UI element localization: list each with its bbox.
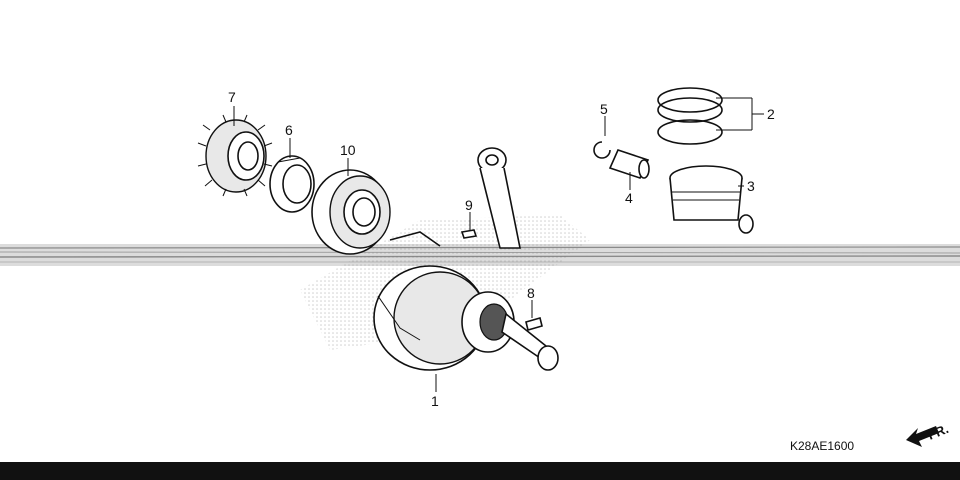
callout-7: 7 — [228, 89, 236, 105]
connecting-rod-part — [477, 147, 521, 249]
direction-label: FR. — [926, 421, 951, 443]
scan-noise-band — [0, 244, 960, 266]
callout-10: 10 — [340, 142, 356, 158]
diagram-code: K28AE1600 — [790, 439, 854, 453]
footer-bar — [0, 462, 960, 480]
piston-rings-part — [657, 87, 723, 145]
piston-part — [669, 165, 743, 221]
right-clip-part — [738, 214, 754, 234]
front-direction-arrow: FR. — [906, 421, 951, 447]
callout-5: 5 — [600, 101, 608, 117]
callout-6: 6 — [285, 122, 293, 138]
crankshaft-part — [373, 231, 559, 371]
callout-3: 3 — [747, 178, 755, 194]
piston-pin-part — [608, 149, 650, 179]
callout-8: 8 — [527, 285, 535, 301]
callout-9: 9 — [465, 197, 473, 213]
callout-4: 4 — [625, 190, 633, 206]
callout-1: 1 — [431, 393, 439, 409]
pin-clip-part — [593, 141, 611, 159]
small-key-part — [460, 229, 478, 239]
woodruff-key-part — [525, 317, 543, 331]
drive-gear-part — [197, 114, 273, 197]
spacer-collar-part — [269, 155, 315, 213]
callout-2: 2 — [767, 106, 775, 122]
leader-lines — [233, 97, 764, 392]
ball-bearing-part — [311, 169, 391, 255]
